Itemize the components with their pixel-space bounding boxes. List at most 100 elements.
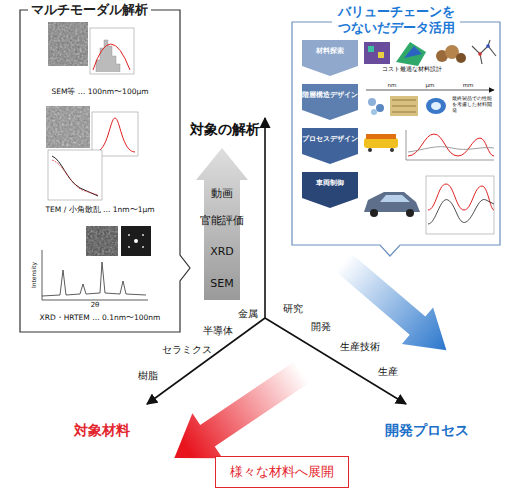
material-images [368,46,374,52]
group-outline [20,10,190,332]
group-outline [292,22,500,256]
vehicle-images [364,176,494,234]
process-images [364,138,398,148]
process-stage: 研究 [283,303,303,315]
material-images [472,40,496,64]
material-type: 樹脂 [138,370,158,382]
sem-image [48,22,88,66]
vehicle-images [370,209,378,217]
saxs-plot [52,156,98,196]
scale-caption: TEM / 小角散乱 … 1nm〜1μm [45,206,154,215]
hrtem-image [142,234,144,236]
hierarchy-images [431,102,441,110]
vehicle-images [428,184,494,210]
material-type: 半導体 [203,325,233,337]
image-caption: 最終製品での性能を考慮した材料開発 [452,96,494,113]
material-type: 金属 [238,308,258,320]
scale-tick: μm [426,82,435,88]
callout-box: 様々な材料へ展開 [215,456,349,488]
scale-caption: XRD・HRTEM … 0.1nm〜100nm [40,314,161,323]
process-images [406,130,494,160]
method-item: 官能評価 [200,215,244,228]
size-distribution-plot [95,118,135,152]
step-label: 材料探索 [302,40,358,55]
hierarchy-images [368,98,376,106]
group-title: マルチモーダル解析 [28,2,151,18]
method-item: 動画 [211,188,233,201]
axis-title: 開発プロセス [385,422,469,438]
process-images [364,130,494,160]
process-stage: 生産技術 [340,341,380,353]
scale-tick: mm [463,82,474,88]
tem-image [46,106,90,148]
process-images [368,148,372,152]
material-images [486,44,490,48]
size-distribution-plot [92,112,138,156]
flow-arrow [327,244,462,369]
group-title: バリューチェーンを つないだデータ活用 [332,4,460,36]
axis-label: 2θ [91,301,100,309]
vehicle-images [426,176,494,234]
saxs-plot [52,160,98,195]
method-item: SEM [210,278,233,291]
step-label: プロセスデザイン [302,128,358,143]
material-type: セラミクス [162,344,212,356]
hrtem-image [128,246,130,248]
axis-line [147,318,265,404]
tem-image [46,106,90,148]
step-label: 車両制御 [302,172,358,187]
hierarchy-images [376,104,384,112]
axis-title: 対象材料 [74,422,130,438]
material-images [364,40,496,66]
hrtem-image [128,234,130,236]
material-images [364,42,390,64]
histogram-plot [90,28,134,74]
xrd-plot [42,250,148,300]
vehicle-images [380,195,410,202]
process-stage: 開発 [311,321,331,333]
step-chevron: 階層構造デザイン [302,84,358,120]
xrd-plot [42,250,148,300]
hrtem-image [121,226,151,256]
process-stage: 生産 [378,366,398,378]
tem-image [46,106,90,148]
method-item: XRD [210,246,234,259]
value-chain-group: バリューチェーンを つないだデータ活用材料探索階層構造デザインプロセスデザイン車… [292,4,500,245]
vehicle-images [428,200,494,224]
material-images [404,46,422,58]
method-arrow [196,148,248,300]
hrtem-image [134,239,138,243]
saxs-plot [48,150,102,200]
step-chevron: 材料探索 [302,40,358,76]
hierarchy-images [390,96,418,116]
scale-caption: SEM等 … 100nm〜100μm [51,88,148,97]
material-images [378,52,384,58]
material-images [478,52,482,56]
axis-label: Intensity [31,262,38,288]
image-caption: コスト最適な材料設計 [382,66,442,72]
size-distribution-plot [92,112,138,156]
material-images [456,53,466,63]
callout-text: 様々な材料へ展開 [216,457,348,486]
step-chevron: プロセスデザイン [302,128,358,164]
vehicle-images [364,192,420,212]
process-images [366,134,396,139]
axis-line [147,118,406,404]
saxs-plot [48,150,102,200]
hrtem-image [86,226,118,256]
axis-line [264,118,266,318]
vehicle-images [406,209,414,217]
process-images [408,147,494,152]
axis-line [265,318,406,404]
step-chevron: 車両制御 [302,172,358,208]
hierarchy-images [366,90,494,91]
process-images [408,134,494,156]
hierarchy-images [392,100,416,112]
sem-image [48,22,88,66]
hierarchy-images [426,98,446,114]
axis-title: 対象の解析 [190,121,260,137]
xrd-plot [42,262,146,296]
histogram-plot [90,28,134,74]
